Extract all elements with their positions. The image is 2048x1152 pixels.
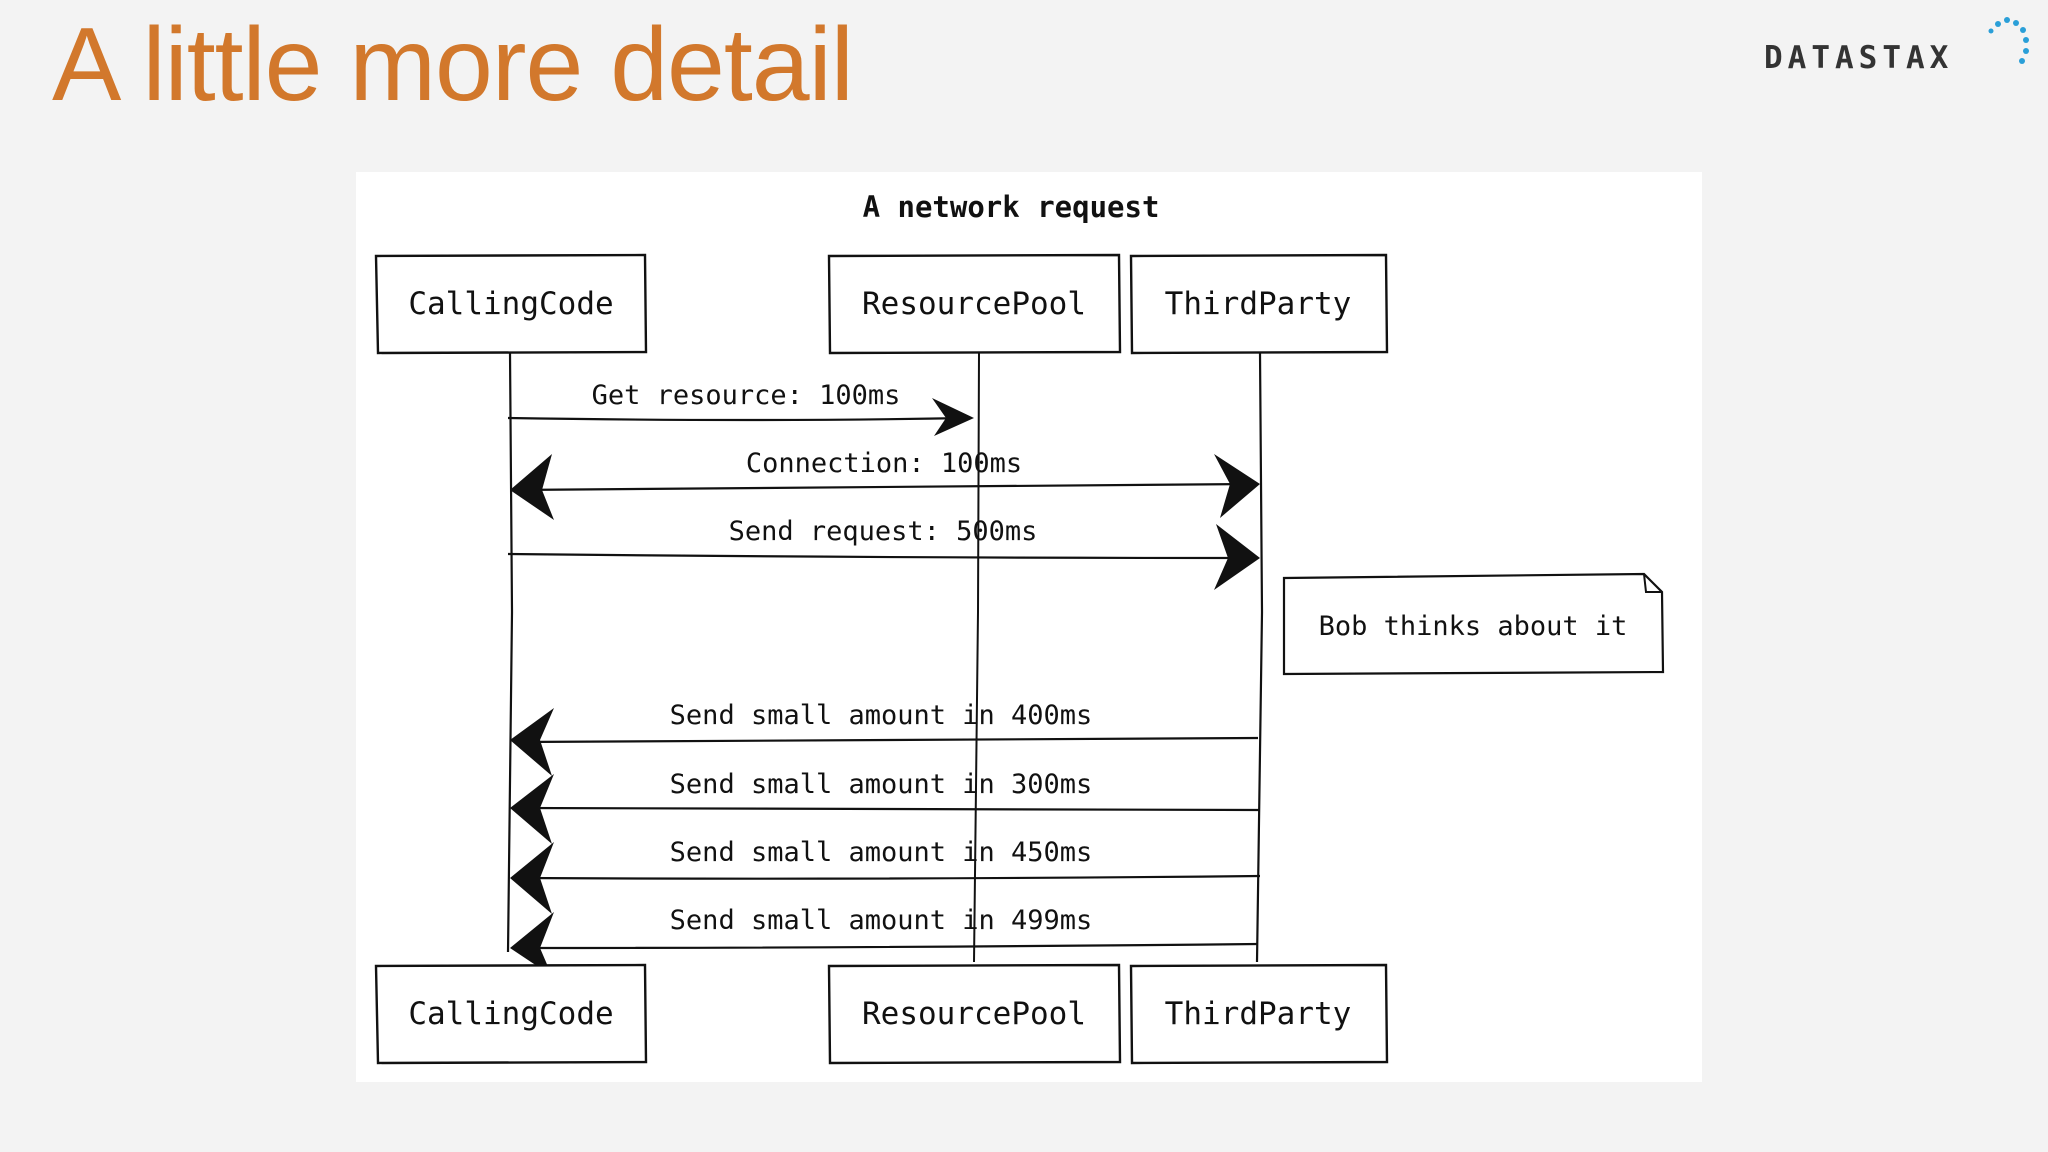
datastax-logo: DATASTAX <box>1764 14 2034 84</box>
participant-box-calling-code-bottom: CallingCode <box>374 963 648 1065</box>
arrowhead-icon <box>932 398 974 436</box>
arrowhead-icon <box>510 708 554 776</box>
sequence-diagram-canvas: A network request CallingCode ResourcePo… <box>374 190 1665 1065</box>
lifeline-calling-code <box>506 351 514 953</box>
message-send-small-400: Send small amount in 400ms <box>510 700 1259 776</box>
message-send-small-499: Send small amount in 499ms <box>510 905 1259 976</box>
participant-box-third-party-bottom: ThirdParty <box>1129 963 1389 1065</box>
message-label: Send small amount in 300ms <box>670 769 1093 800</box>
participant-label: ResourcePool <box>862 286 1086 322</box>
participant-box-calling-code: CallingCode <box>374 253 648 355</box>
message-label: Send small amount in 499ms <box>670 905 1093 936</box>
participant-label: CallingCode <box>408 286 613 322</box>
message-get-resource: Get resource: 100ms <box>507 380 974 436</box>
diagram-title: A network request <box>863 190 1160 224</box>
arrowhead-icon <box>1214 524 1260 590</box>
message-label: Send small amount in 400ms <box>670 700 1093 731</box>
participant-label: CallingCode <box>408 996 613 1032</box>
note-box: Bob thinks about it <box>1282 572 1665 676</box>
slide-title: A little more detail <box>52 7 854 123</box>
arrowhead-right-icon <box>1214 454 1260 518</box>
lifeline-resource-pool <box>973 351 980 963</box>
participant-box-resource-pool-bottom: ResourcePool <box>827 963 1122 1065</box>
arrowhead-left-icon <box>510 454 554 520</box>
message-label: Connection: 100ms <box>746 448 1022 479</box>
message-send-small-300: Send small amount in 300ms <box>510 769 1261 844</box>
message-send-small-450: Send small amount in 450ms <box>510 837 1261 914</box>
message-connection: Connection: 100ms <box>510 448 1260 520</box>
participant-label: ThirdParty <box>1165 996 1352 1032</box>
participant-label: ResourcePool <box>862 996 1086 1032</box>
participant-box-third-party: ThirdParty <box>1129 253 1389 355</box>
message-label: Send small amount in 450ms <box>670 837 1093 868</box>
arrowhead-icon <box>510 774 554 844</box>
logo-text: DATASTAX <box>1764 40 1954 76</box>
arrowhead-icon <box>510 842 554 914</box>
lifeline-third-party <box>1255 351 1264 963</box>
note-label: Bob thinks about it <box>1319 611 1628 642</box>
message-label: Get resource: 100ms <box>592 380 901 411</box>
message-send-request: Send request: 500ms <box>507 516 1260 590</box>
participant-label: ThirdParty <box>1165 286 1352 322</box>
sequence-diagram: A network request CallingCode ResourcePo… <box>356 172 1702 1082</box>
logo-dots-icon <box>1988 17 2029 64</box>
arrowhead-icon <box>510 912 554 976</box>
message-label: Send request: 500ms <box>729 516 1038 547</box>
participant-box-resource-pool: ResourcePool <box>827 253 1122 355</box>
